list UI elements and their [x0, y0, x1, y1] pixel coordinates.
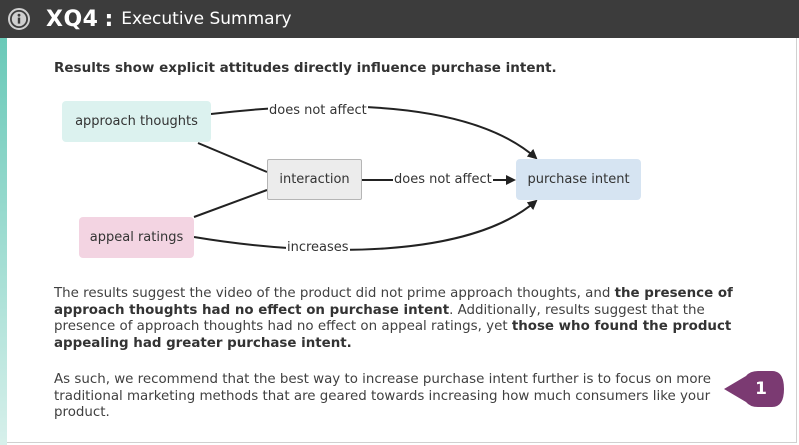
edge-appeal-to-interaction [193, 189, 268, 218]
edge-label-approach-purchase: does not affect [268, 103, 368, 119]
callout-badge[interactable] [722, 369, 786, 409]
content-frame [7, 38, 797, 443]
node-interaction: interaction [267, 159, 362, 200]
edge-label-appeal-purchase: increases [286, 240, 350, 256]
para1-bold-2: those who found the product appealing ha… [54, 319, 732, 351]
edge-label-interaction-purchase: does not affect [393, 172, 493, 188]
para1-text-1: The results suggest the video of the pro… [54, 286, 615, 301]
header-bar: XQ4 : Executive Summary [0, 0, 799, 38]
edge-approach-to-interaction [197, 142, 268, 173]
edge-appeal-to-purchase [193, 199, 538, 251]
para1-text-2: . Additionally, results suggest that the… [54, 302, 705, 335]
node-approach-thoughts: approach thoughts [62, 101, 211, 142]
node-purchase-intent: purchase intent [516, 159, 641, 200]
node-appeal-ratings: appeal ratings [79, 217, 194, 258]
edge-approach-to-purchase [210, 105, 538, 160]
summary-paragraph-2: As such, we recommend that the best way … [54, 372, 711, 421]
header-separator: : [104, 6, 114, 32]
info-icon [8, 8, 30, 30]
callout-number: 1 [755, 379, 767, 399]
page-title: Executive Summary [121, 9, 292, 29]
question-code: XQ4 [46, 6, 99, 32]
headline: Results show explicit attitudes directly… [54, 60, 557, 76]
summary-paragraph-1: The results suggest the video of the pro… [54, 286, 754, 352]
left-accent-bar [0, 38, 7, 445]
para1-bold-1: the presence of approach thoughts had no… [54, 286, 733, 318]
info-button[interactable] [6, 6, 32, 32]
